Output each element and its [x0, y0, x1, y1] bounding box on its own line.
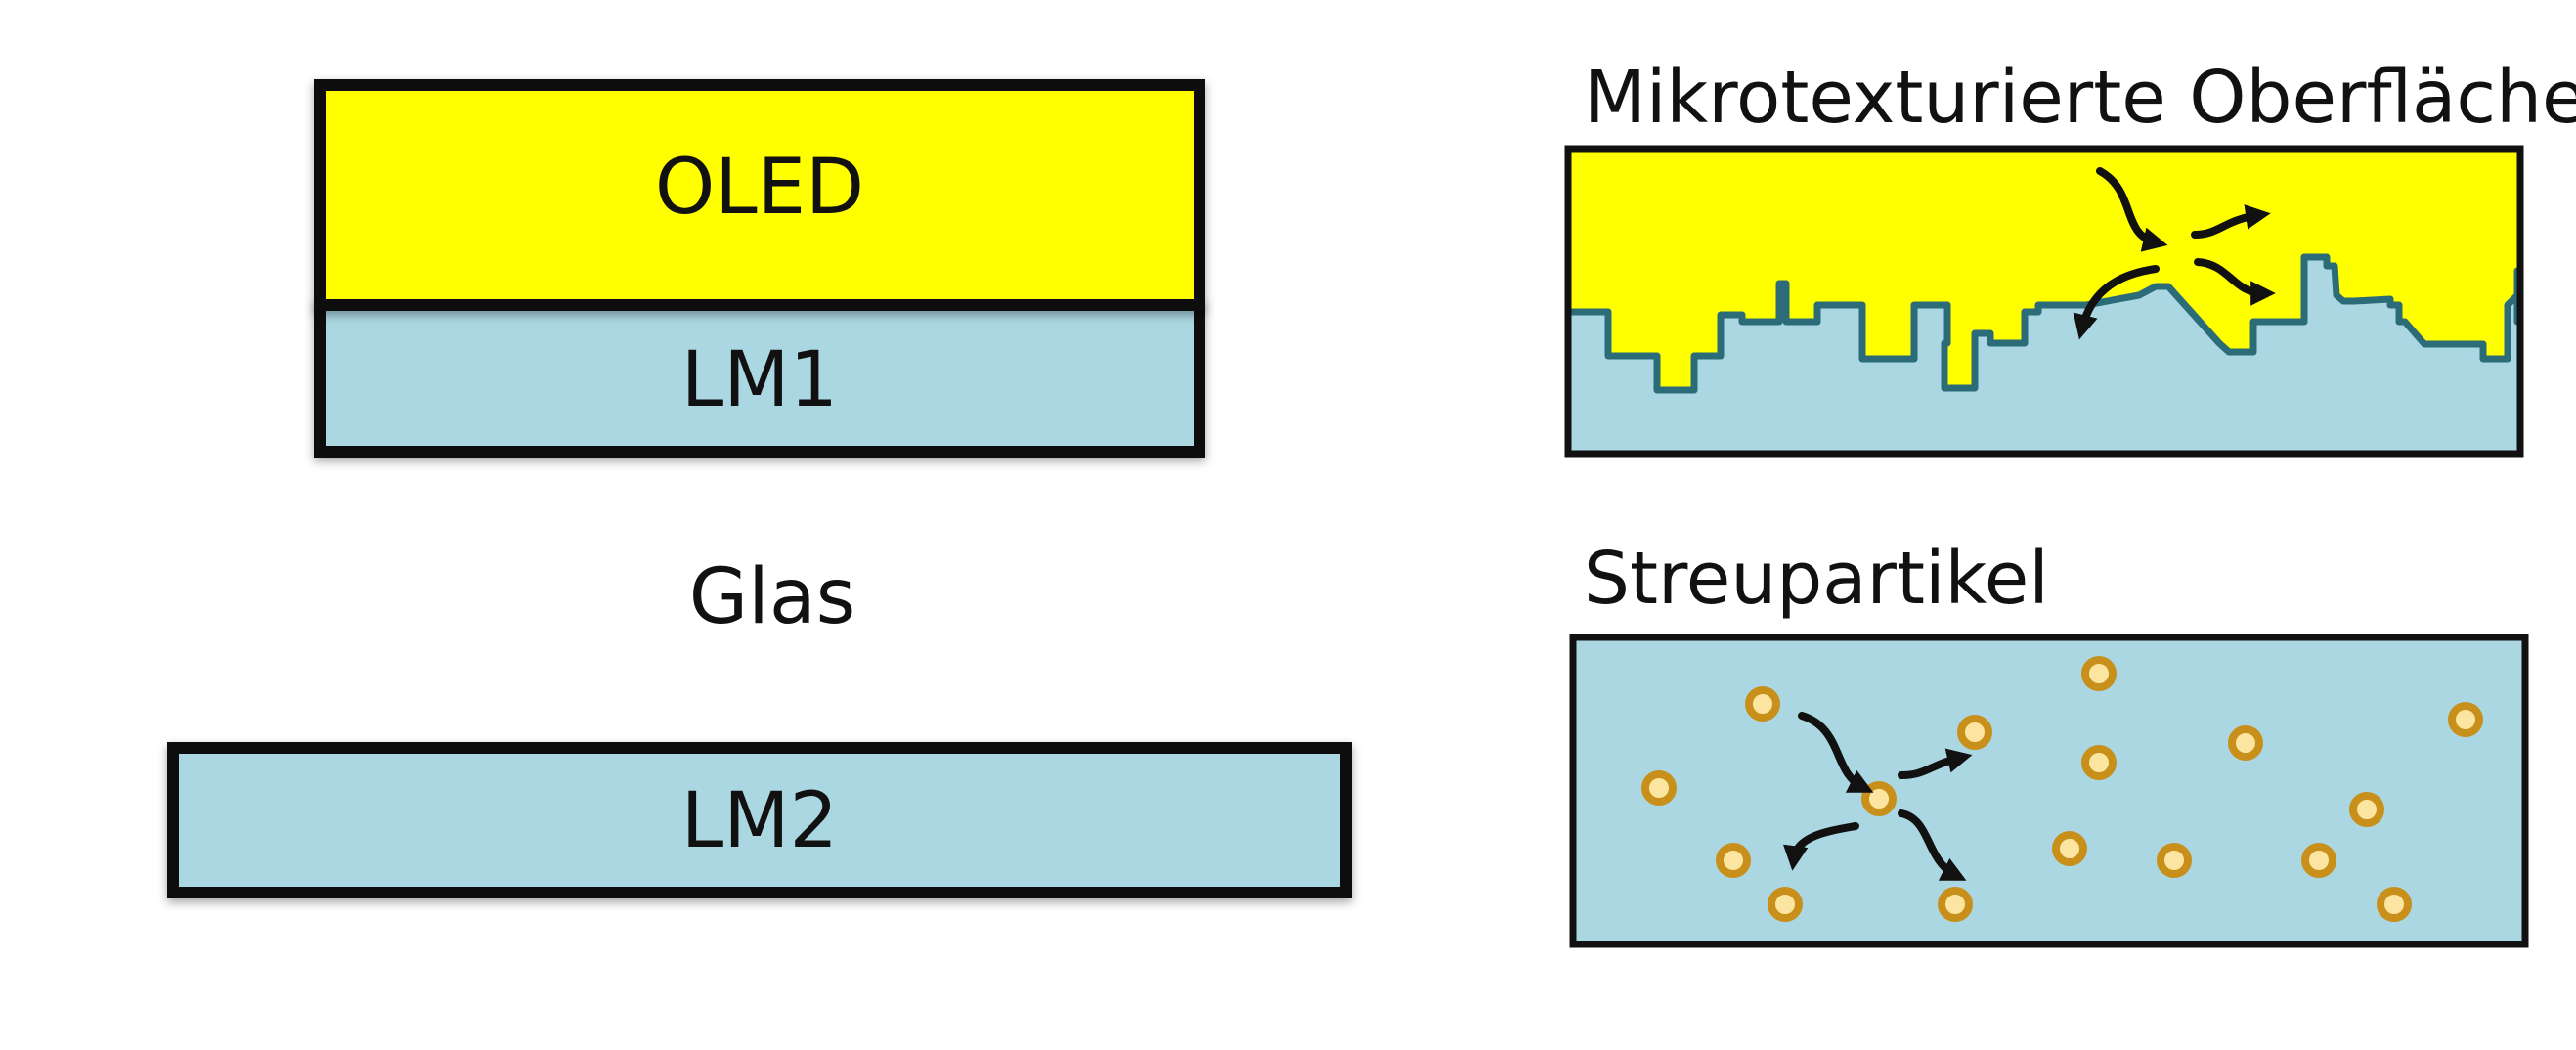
lm2-label: LM2: [681, 777, 838, 865]
sideward-scatter-arrow: [2194, 258, 2276, 306]
left-layer-stack: OLED LM1 Glas LM2: [27, 79, 1491, 898]
scattering-particle: [2157, 843, 2192, 878]
scattering-particle: [2448, 702, 2483, 737]
scattering-particle: [2052, 831, 2087, 866]
lower-right-scatter-arrow: [1898, 809, 1967, 881]
downward-scatter-arrow: [2073, 265, 2160, 340]
particle-scattering-arrows: [1782, 712, 1973, 881]
scattering-particle: [1861, 781, 1897, 816]
scattering-particle: [1957, 715, 1992, 750]
microtexture-scattering-arrows: [2073, 167, 2276, 340]
scattering-particle: [2301, 843, 2336, 878]
scattering-particle: [1641, 770, 1677, 806]
scatter-particles-title: Streupartikel: [1584, 537, 2049, 621]
incoming-ray-arrow: [1798, 712, 1874, 793]
upward-scatter-arrow: [2191, 204, 2271, 239]
oled-layer: [314, 79, 1205, 311]
microtexture-textured-surface: [1564, 253, 2524, 458]
lower-left-scatter-arrow: [1782, 822, 1859, 871]
glass-label: Glas: [689, 553, 856, 641]
lm1-layer: [314, 299, 1205, 458]
scattering-particle: [2349, 792, 2384, 827]
lm1-label: LM1: [681, 336, 838, 424]
upper-right-scatter-arrow: [1898, 748, 1973, 779]
scatter-particles-panel: Streupartikel: [1569, 537, 2529, 948]
scattering-particle: [2377, 887, 2412, 922]
oled-label: OLED: [655, 144, 864, 232]
scattering-particle: [2081, 656, 2117, 691]
microtexture-title: Mikrotexturierte Oberfläche: [1584, 56, 2576, 140]
scattering-particles: [1641, 656, 2483, 922]
incoming-ray-arrow: [2096, 167, 2168, 252]
lm2-layer: [167, 742, 1352, 898]
scatter-particles-matrix: [1569, 634, 2529, 948]
scattering-particle: [1745, 686, 1780, 722]
microtexture-panel-frame: [1564, 145, 2524, 458]
scattering-particle: [2081, 745, 2117, 780]
scattering-particle: [1768, 887, 1803, 922]
scattering-particle: [2228, 725, 2263, 761]
scattering-particle: [1938, 887, 1973, 922]
scattering-particle: [1716, 843, 1751, 878]
microtexture-panel: Mikrotexturierte Oberfläche: [1564, 56, 2576, 458]
